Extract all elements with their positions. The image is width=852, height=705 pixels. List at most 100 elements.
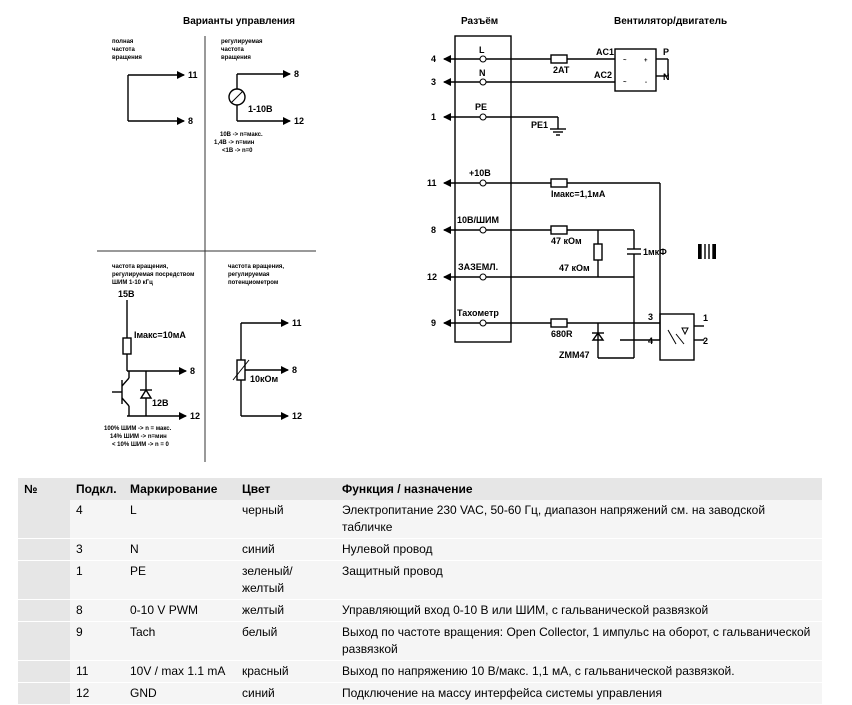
ac1-label: AC1 xyxy=(596,47,614,57)
table-cell: Защитный провод xyxy=(336,560,822,600)
q4-pin-a: 11 xyxy=(292,318,302,328)
table-cell: 1 xyxy=(70,560,124,600)
terminal-pin-8: 8 xyxy=(431,225,436,235)
ac2-label: AC2 xyxy=(594,70,612,80)
table-cell: синий xyxy=(236,538,336,561)
table-cell: PE xyxy=(124,560,236,600)
connector-title: Разъём xyxy=(461,16,498,27)
table-cell: Нулевой провод xyxy=(336,538,822,561)
table-header-row: № Подкл. Маркирование Цвет Функция / наз… xyxy=(18,478,822,500)
motor-title: Вентилятор/двигатель xyxy=(614,16,727,27)
motor-box xyxy=(614,48,657,92)
table-cell: Электропитание 230 VAC, 50-60 Гц, диапаз… xyxy=(336,500,822,539)
header-function: Функция / назначение xyxy=(336,478,822,500)
table-cell xyxy=(18,682,70,705)
header-color: Цвет xyxy=(236,478,336,500)
q2-note-0: 10В -> n=макс. xyxy=(220,132,263,138)
q2-pin-a: 8 xyxy=(294,69,299,79)
opto-pin-1: 1 xyxy=(703,313,708,323)
terminal-label-pwm: 10В/ШИМ xyxy=(457,215,499,225)
terminal-10v xyxy=(479,179,487,187)
q4-pin-b: 8 xyxy=(292,365,297,375)
q3-pin-b: 12 xyxy=(190,411,200,421)
terminal-label-N: N xyxy=(479,68,486,78)
svg-text:~: ~ xyxy=(623,80,627,86)
table-cell: синий xyxy=(236,682,336,705)
q1-pin-b: 8 xyxy=(188,116,193,126)
table-cell: Выход по частоте вращения: Open Collecto… xyxy=(336,621,822,661)
terminal-label-10v: +10В xyxy=(469,168,491,178)
q1-pin-a: 11 xyxy=(188,70,198,80)
terminal-tach xyxy=(479,319,487,327)
table-cell xyxy=(18,621,70,661)
q3-note-0: 100% ШИМ -> n = макс. xyxy=(104,426,172,432)
svg-text:+: + xyxy=(644,58,648,64)
terminal-pin-9: 9 xyxy=(431,318,436,328)
terminal-pwm xyxy=(479,226,487,234)
pwm-resistor xyxy=(550,225,568,235)
q4-pin-c: 12 xyxy=(292,411,302,421)
table-cell: 9 xyxy=(70,621,124,661)
table-cell xyxy=(18,560,70,600)
wiring-table: № Подкл. Маркирование Цвет Функция / наз… xyxy=(18,478,822,705)
table-cell: L xyxy=(124,500,236,539)
tach-resistor xyxy=(550,318,568,328)
r1-label: 47 кОм xyxy=(551,236,582,246)
cap-label: 1мкФ xyxy=(643,247,667,257)
table-cell xyxy=(18,599,70,622)
q2-pin-b: 12 xyxy=(294,116,304,126)
fuse-icon xyxy=(550,54,568,64)
n-label: N xyxy=(663,72,670,82)
opto-pin-4: 4 xyxy=(648,336,653,346)
table-cell: Tach xyxy=(124,621,236,661)
opto-pin-2: 2 xyxy=(703,336,708,346)
r2-label: 47 кОм xyxy=(559,263,590,273)
fuse-label: 2AT xyxy=(553,65,570,75)
opto-pin-3: 3 xyxy=(648,312,653,322)
imax-label: Iмакс=1,1мА xyxy=(551,189,606,199)
imax-resistor xyxy=(550,178,568,188)
q2-note-1: 1,4В -> n=мин xyxy=(214,140,255,146)
table-cell: 8 xyxy=(70,599,124,622)
table-cell: зеленый/желтый xyxy=(236,560,336,600)
table-cell: Управляющий вход 0-10 В или ШИМ, с гальв… xyxy=(336,599,822,622)
q4-pot: 10кОм xyxy=(250,374,279,384)
q2-pot-label: 1-10В xyxy=(248,104,273,114)
terminal-pin-12: 12 xyxy=(427,272,437,282)
terminal-label-L: L xyxy=(479,45,485,55)
zener-diode-icon xyxy=(139,388,153,399)
input-opto-icon xyxy=(698,244,716,259)
table-cell: черный xyxy=(236,500,336,539)
table-cell xyxy=(18,500,70,539)
table-cell: желтый xyxy=(236,599,336,622)
table-cell: 12 xyxy=(70,682,124,705)
q3-supply: 15В xyxy=(118,289,135,299)
pe1-label: PE1 xyxy=(531,120,548,130)
terminal-PE xyxy=(479,113,487,121)
terminal-pin-11: 11 xyxy=(427,178,437,188)
pulldown-resistor xyxy=(593,243,603,261)
p-label: P xyxy=(663,47,669,57)
table-cell: белый xyxy=(236,621,336,661)
terminal-pin-3: 3 xyxy=(431,77,436,87)
table-cell: 0-10 V PWM xyxy=(124,599,236,622)
q2-note-2: <1В -> n=0 xyxy=(222,148,253,154)
terminal-L xyxy=(479,55,487,63)
terminal-label-tach: Тахометр xyxy=(457,308,499,318)
terminal-label-gnd: ЗАЗЕМЛ. xyxy=(458,262,498,272)
table-cell xyxy=(18,538,70,561)
zener-label: ZMM47 xyxy=(559,350,590,360)
table-cell: Подключение на массу интерфейса системы … xyxy=(336,682,822,705)
ground-icon xyxy=(550,128,566,136)
terminal-pin-4: 4 xyxy=(431,54,436,64)
q3-label: частота вращения,регулируемая посредство… xyxy=(112,264,195,286)
